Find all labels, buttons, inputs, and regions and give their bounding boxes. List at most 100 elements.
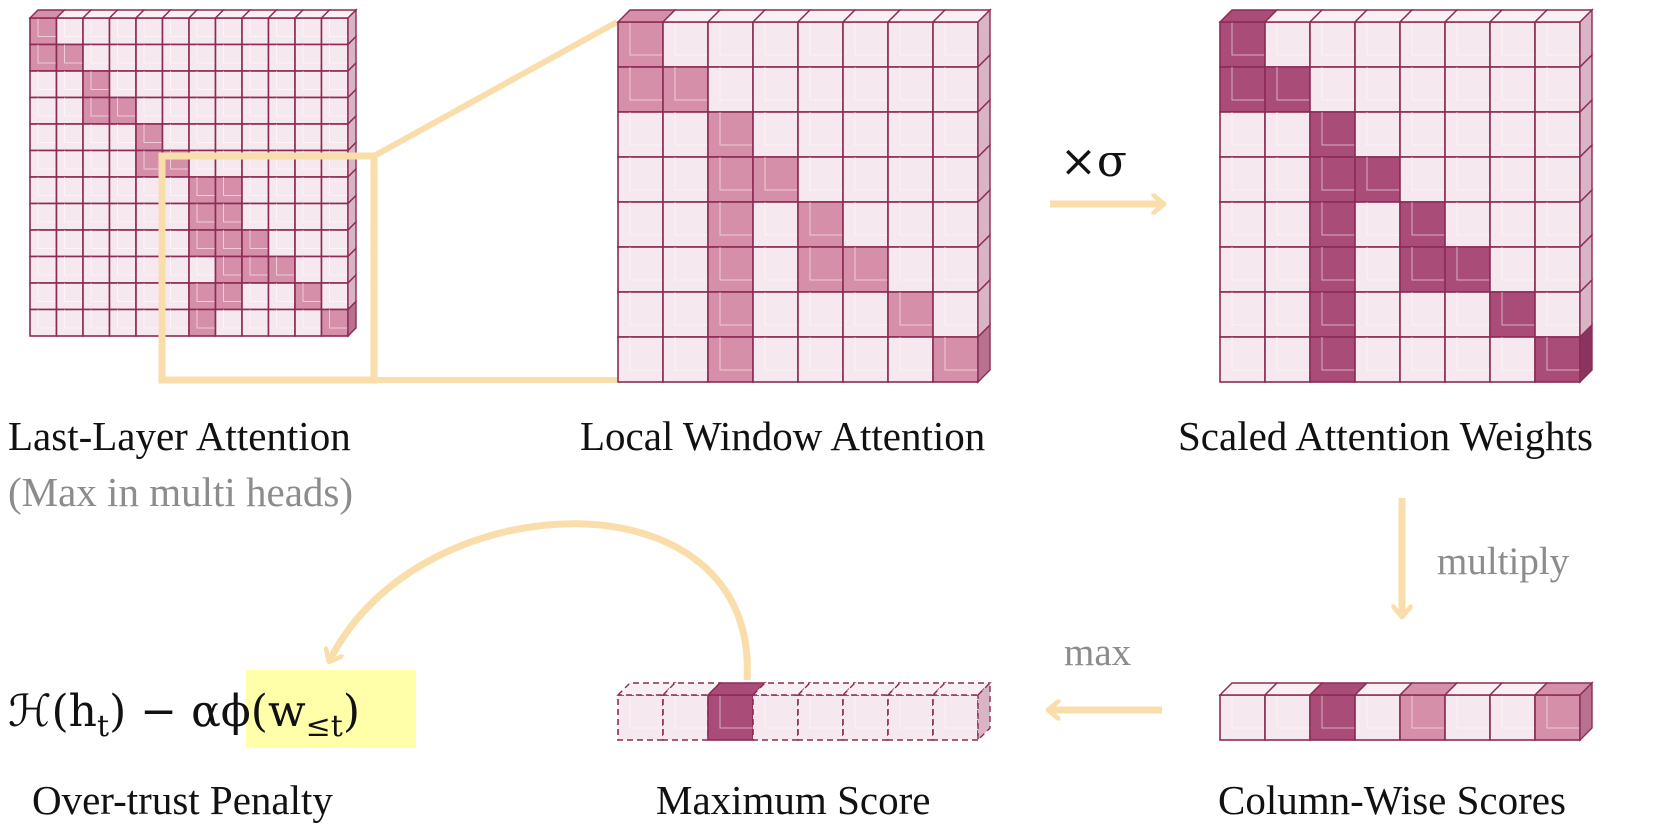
grid-cell [887, 336, 934, 383]
grid-cell [267, 176, 296, 205]
grid-cell-edge [1321, 695, 1355, 729]
grid-cell-edge [1321, 22, 1355, 56]
grid-cell [108, 202, 137, 231]
grid-cell-edge [674, 202, 708, 236]
grid-cell-edge [143, 18, 163, 37]
grid-cell [294, 17, 323, 46]
grid-cell [662, 66, 709, 113]
grid-cell-edge [1231, 22, 1265, 56]
grid-cell [267, 96, 296, 125]
grid-cell-edge [64, 283, 83, 302]
grid-cell-edge [329, 256, 348, 276]
grid-cell-edge [629, 247, 663, 281]
grid-cell-edge [1456, 202, 1490, 236]
grid-cell [842, 66, 889, 113]
grid-cell [29, 149, 58, 178]
column-wise-scores-row [1218, 681, 1594, 742]
grid-cell [1264, 336, 1311, 383]
grid-side-face [977, 681, 991, 742]
grid-cell-edge [1501, 67, 1535, 101]
grid-cell [707, 111, 754, 158]
grid-cell-edge [302, 203, 322, 223]
grid-cell-edge [117, 177, 136, 196]
grid-cell-edge [944, 337, 978, 371]
grid-cell-edge [170, 256, 189, 276]
grid-cell [1444, 21, 1491, 68]
grid-cell [1264, 694, 1311, 741]
grid-cell [617, 291, 664, 338]
grid-cell-edge [37, 71, 57, 90]
grid-cell-edge [170, 97, 189, 117]
grid-cell-edge [1276, 202, 1310, 236]
grid-cell [932, 291, 979, 338]
grid-cell [135, 176, 164, 205]
grid-cell [108, 70, 137, 99]
grid-cell-edge [223, 71, 242, 90]
grid-cell [82, 123, 111, 152]
grid-cell [267, 17, 296, 46]
grid-cell-edge [629, 292, 663, 326]
grid-cell-edge [170, 44, 189, 64]
grid-cell [214, 255, 243, 284]
grid-cell-edge [1546, 695, 1580, 729]
grid-cell [1354, 336, 1401, 383]
grid-cell [214, 282, 243, 311]
grid-cell-edge [249, 283, 269, 302]
grid-cell-edge [809, 337, 843, 371]
grid-cell-edge [276, 230, 295, 249]
grid-cell [1309, 336, 1356, 383]
grid-cell-edge [899, 292, 933, 326]
grid-cell-edge [249, 18, 269, 37]
grid-cell [161, 229, 190, 258]
grid-cell [108, 176, 137, 205]
grid-cell-edge [117, 256, 136, 276]
grid-cell-edge [1501, 292, 1535, 326]
grid-cell-edge [37, 44, 57, 64]
grid-cell [842, 694, 889, 741]
grid-cell [320, 96, 349, 125]
grid-cell-edge [37, 230, 57, 249]
grid-cell [82, 308, 111, 337]
grid-cell [1444, 694, 1491, 741]
grid-cell [1399, 201, 1446, 248]
grid-cell [1444, 111, 1491, 158]
grid-cell [294, 176, 323, 205]
grid-cell-edge [1411, 22, 1445, 56]
grid-cell-edge [37, 150, 57, 170]
grid-cell-edge [90, 283, 110, 302]
grid-cell-edge [854, 112, 888, 146]
grid-cell-edge [117, 44, 136, 64]
grid-cell [188, 308, 217, 337]
grid-cell-edge [1276, 67, 1310, 101]
grid-cell [1534, 156, 1581, 203]
grid-cell [29, 282, 58, 311]
grid-cell-edge [854, 67, 888, 101]
grid-cell-edge [223, 44, 242, 64]
grid-cell [188, 202, 217, 231]
grid-cell-edge [90, 124, 110, 143]
grid-cell [1264, 66, 1311, 113]
grid-cell-edge [302, 230, 322, 249]
grid-cell [662, 291, 709, 338]
grid-cell [29, 176, 58, 205]
grid-cell-edge [223, 256, 242, 276]
grid-cell-edge [854, 337, 888, 371]
grid-cell-edge [1366, 247, 1400, 281]
grid-cell-edge [674, 157, 708, 191]
grid-cell-edge [1456, 157, 1490, 191]
grid-cell [1534, 336, 1581, 383]
grid-cell [267, 229, 296, 258]
grid-cell-edge [117, 71, 136, 90]
grid-cell-edge [1366, 695, 1400, 729]
grid-cell [294, 70, 323, 99]
grid-cell-edge [1321, 292, 1355, 326]
grid-cell [797, 66, 844, 113]
grid-cell-edge [674, 337, 708, 371]
grid-cell-edge [1501, 202, 1535, 236]
grid-cell [294, 282, 323, 311]
grid-cell [1219, 111, 1266, 158]
grid-cell [241, 308, 270, 337]
grid-cell [707, 246, 754, 293]
multiply-operation-label: multiply [1437, 540, 1570, 583]
